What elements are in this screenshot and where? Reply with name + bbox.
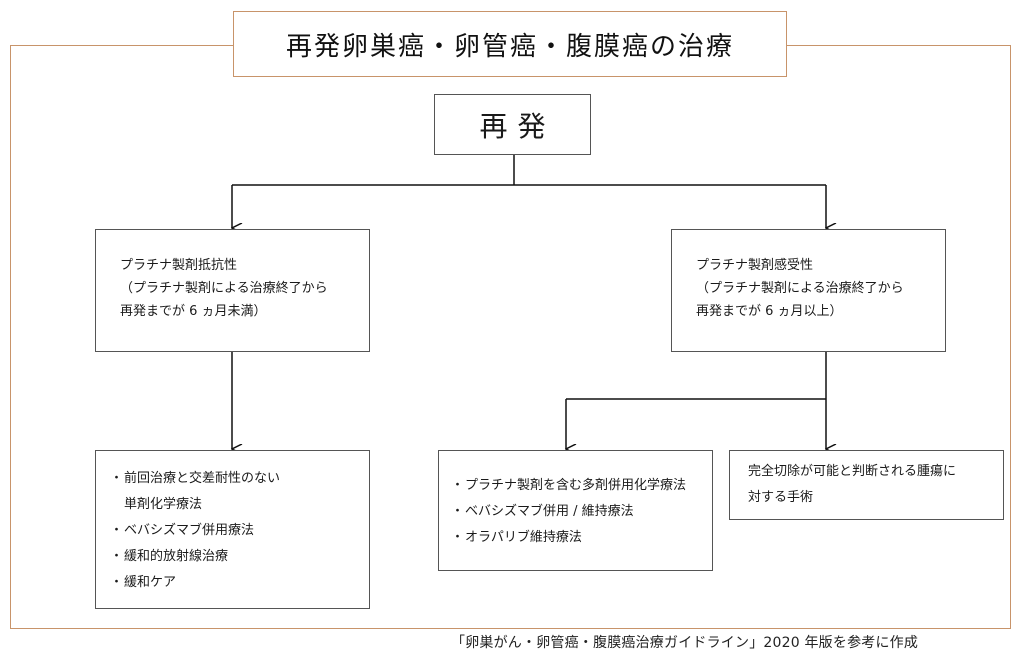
bullet-mark: ・	[110, 523, 124, 538]
surgery-text-line: 完全切除が可能と判断される腫瘍に	[748, 464, 957, 479]
sensitive-chemo-treatment-node: ・ プラチナ製剤を含む多剤併用化学療法 ・ ベバシズマブ併用 / 維持療法 ・ …	[438, 450, 713, 571]
platinum-sensitive-node: プラチナ製剤感受性 （プラチナ製剤による治療終了から 再発までが 6 ヵ月以上）	[671, 229, 946, 352]
condition-line: 再発までが 6 ヵ月以上）	[696, 304, 843, 319]
surgery-text-line: 対する手術	[748, 490, 814, 505]
condition-line: プラチナ製剤抵抗性	[120, 258, 238, 273]
list-item: ・ 緩和ケア	[110, 570, 369, 596]
condition-line: プラチナ製剤感受性	[696, 258, 814, 273]
bullet-mark: ・	[451, 504, 465, 519]
recurrence-node: 再発	[434, 94, 591, 155]
bullet-mark: ・	[110, 471, 124, 486]
list-item: ・ ベバシズマブ併用 / 維持療法	[451, 499, 712, 525]
resistant-treatment-node: ・ 前回治療と交差耐性のない 単剤化学療法 ・ ベバシズマブ併用療法 ・ 緩和的…	[95, 450, 370, 609]
list-item-text-continued: 単剤化学療法	[124, 497, 203, 512]
list-item-text: 緩和的放射線治療	[124, 549, 229, 564]
condition-line: （プラチナ製剤による治療終了から	[696, 281, 904, 296]
source-note: 「卵巣がん・卵管癌・腹膜癌治療ガイドライン」2020 年版を参考に作成	[451, 635, 919, 651]
list-item-text: ベバシズマブ併用 / 維持療法	[465, 504, 634, 519]
list-item: ・ ベバシズマブ併用療法	[110, 518, 369, 544]
bullet-mark: ・	[451, 530, 465, 545]
list-item-text: ベバシズマブ併用療法	[124, 523, 255, 538]
condition-line: 再発までが 6 ヵ月未満）	[120, 304, 267, 319]
list-item: ・ オラパリブ維持療法	[451, 525, 712, 551]
bullet-mark: ・	[451, 478, 465, 493]
platinum-resistant-node: プラチナ製剤抵抗性 （プラチナ製剤による治療終了から 再発までが 6 ヵ月未満）	[95, 229, 370, 352]
bullet-mark: ・	[110, 549, 124, 564]
surgery-node: 完全切除が可能と判断される腫瘍に 対する手術	[729, 450, 1004, 520]
list-item: ・ 前回治療と交差耐性のない	[110, 466, 369, 492]
list-item: ・ 緩和的放射線治療	[110, 544, 369, 570]
condition-line: （プラチナ製剤による治療終了から	[120, 281, 328, 296]
list-item: ・ プラチナ製剤を含む多剤併用化学療法	[451, 473, 712, 499]
diagram-title: 再発卵巣癌・卵管癌・腹膜癌の治療	[233, 11, 787, 77]
list-item-text: オラパリブ維持療法	[465, 530, 582, 545]
bullet-mark: ・	[110, 575, 124, 590]
list-item-text: 緩和ケア	[124, 575, 177, 590]
list-item-text: 前回治療と交差耐性のない	[124, 471, 281, 486]
list-item-text: プラチナ製剤を含む多剤併用化学療法	[465, 478, 687, 493]
